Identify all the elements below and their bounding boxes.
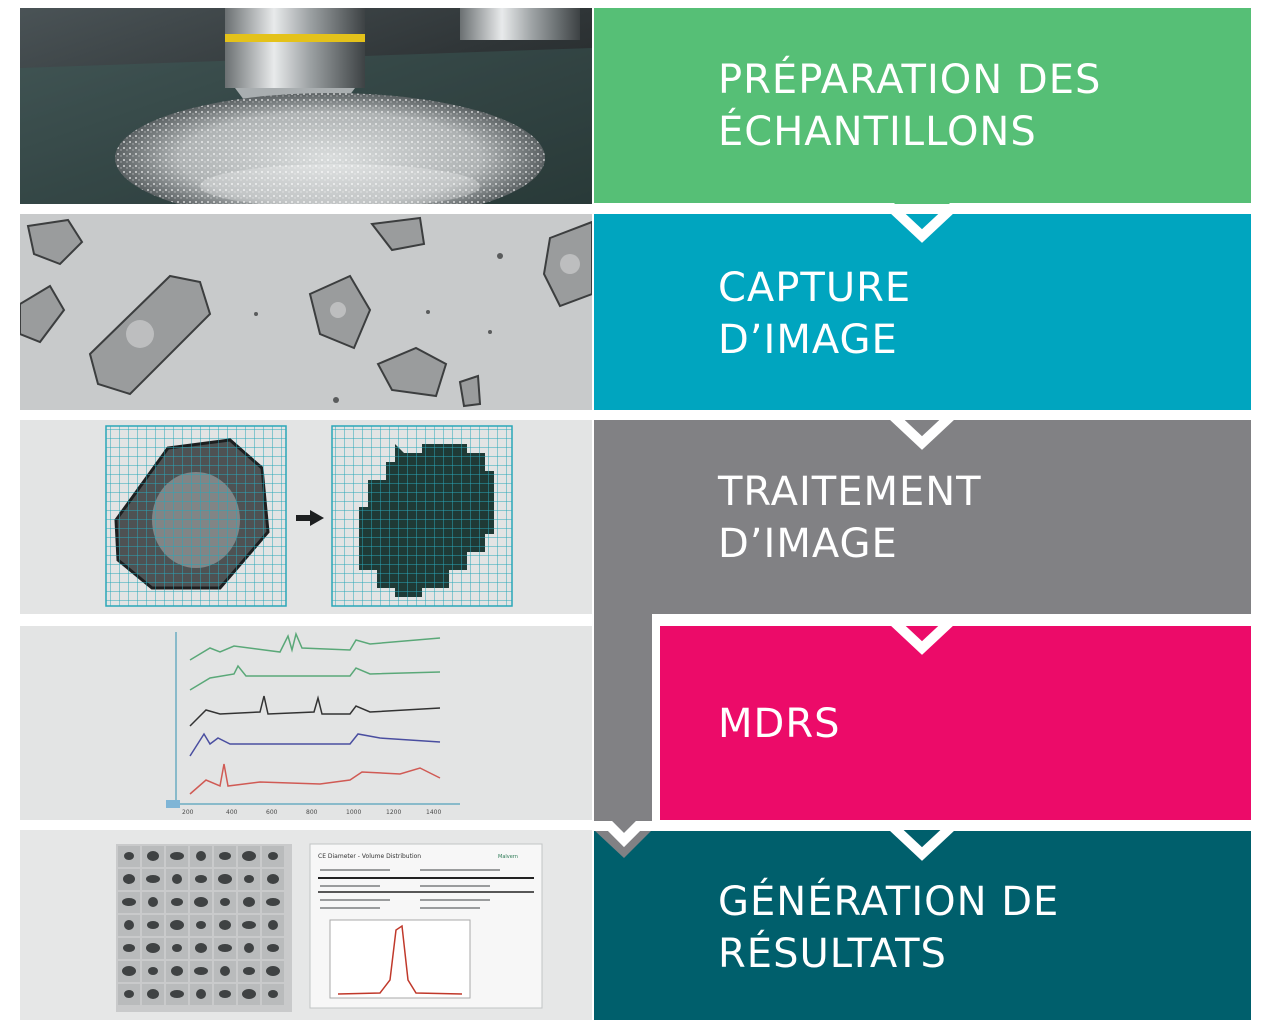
particle-thumbnail-shape	[124, 920, 134, 930]
svg-text:400: 400	[226, 809, 238, 816]
particle-thumbnail-shape	[242, 851, 256, 861]
particle-thumbnail-shape	[268, 920, 278, 930]
original-particle-grid	[105, 425, 287, 607]
particle-thumbnail-shape	[242, 921, 256, 929]
particle-thumbnail-shape	[219, 852, 231, 860]
particle-thumbnail-shape	[244, 943, 254, 953]
particle-thumbnail-shape	[147, 921, 159, 929]
particle-thumbnail-shape	[122, 966, 136, 976]
particle-thumbnail-shape	[122, 898, 136, 906]
particle-thumbnail-shape	[170, 852, 184, 860]
particle-thumbnail-shape	[268, 852, 278, 860]
particle-thumbnail-shape	[219, 990, 231, 998]
particle-thumbnail-shape	[146, 875, 160, 883]
particle-thumbnail-shape	[266, 898, 280, 906]
image-processing-figure	[20, 420, 592, 614]
particle-thumbnail-shape	[267, 874, 279, 884]
raman-spectra-figure: 200 400 600 800 1000 1200 1400	[20, 626, 592, 820]
particle-thumbnail-shape	[146, 943, 160, 953]
particle-thumbnail-shape	[219, 920, 231, 930]
svg-text:1400: 1400	[426, 809, 441, 816]
particle-thumbnail-shape	[172, 874, 182, 884]
step-label-mdrs: MDRS	[718, 701, 841, 747]
particle-thumbnail-shape	[268, 990, 278, 998]
step-label-image-capture: CAPTURE D’IMAGE	[718, 265, 912, 363]
step-band-image-capture	[594, 214, 1251, 410]
particle-thumbnail-shape	[220, 966, 230, 976]
particle-thumbnail-shape	[243, 897, 255, 907]
step-band-image-processing	[594, 420, 1251, 614]
svg-text:600: 600	[266, 809, 278, 816]
particle-thumbnail-shape	[196, 921, 206, 929]
report-brand-logo: Malvern	[498, 854, 518, 860]
step-band-mdrs	[660, 626, 1251, 820]
particle-thumbnail-shape	[196, 851, 206, 861]
particle-thumbnail-shape	[218, 874, 232, 884]
particle-thumbnail-shape	[147, 851, 159, 861]
particle-thumbnail-shape	[194, 897, 208, 907]
particle-thumbnail-shape	[147, 989, 159, 999]
svg-text:1000: 1000	[346, 809, 361, 816]
particle-thumbnail-shape	[267, 944, 279, 952]
arrow-right-icon	[296, 510, 324, 526]
particle-thumbnail-shape	[124, 852, 134, 860]
svg-text:200: 200	[182, 809, 194, 816]
step-label-image-processing: TRAITEMENT D’IMAGE	[718, 469, 982, 567]
step-label-sample-preparation: PRÉPARATION DES ÉCHANTILLONS	[718, 57, 1102, 155]
svg-text:800: 800	[306, 809, 318, 816]
particle-thumbnail-shape	[242, 989, 256, 999]
sample-preparation-photo	[20, 8, 592, 204]
particle-thumbnail-shape	[218, 944, 232, 952]
report-title: CE Diameter - Volume Distribution	[318, 853, 421, 860]
particle-thumbnail-shape	[171, 898, 183, 906]
particle-thumbnail-shape	[194, 967, 208, 975]
step-label-results-generation: GÉNÉRATION DE RÉSULTATS	[718, 879, 1060, 977]
particle-thumbnail-shape	[170, 920, 184, 930]
particle-thumbnail-shape	[220, 898, 230, 906]
particle-thumbnail-shape	[123, 874, 135, 884]
particle-thumbnail-shape	[243, 967, 255, 975]
particle-thumbnail-shape	[244, 875, 254, 883]
svg-text:1200: 1200	[386, 809, 401, 816]
particle-thumbnail-shape	[123, 944, 135, 952]
results-report-figure: CE Diameter - Volume Distribution Malver…	[20, 830, 592, 1020]
binarized-particle-grid	[331, 425, 513, 607]
particle-micrograph	[20, 214, 592, 410]
particle-thumbnail-shape	[172, 944, 182, 952]
particle-thumbnail-shape	[195, 943, 207, 953]
particle-thumbnail-shape	[170, 990, 184, 998]
step-band-sample-preparation	[594, 8, 1251, 204]
particle-thumbnail-shape	[171, 966, 183, 976]
particle-thumbnail-shape	[148, 897, 158, 907]
particle-thumbnail-shape	[266, 966, 280, 976]
particle-thumbnail-shape	[148, 967, 158, 975]
particle-thumbnail-shape	[124, 990, 134, 998]
step-band-results-generation	[594, 830, 1251, 1020]
particle-thumbnail-shape	[196, 989, 206, 999]
particle-thumbnail-shape	[195, 875, 207, 883]
